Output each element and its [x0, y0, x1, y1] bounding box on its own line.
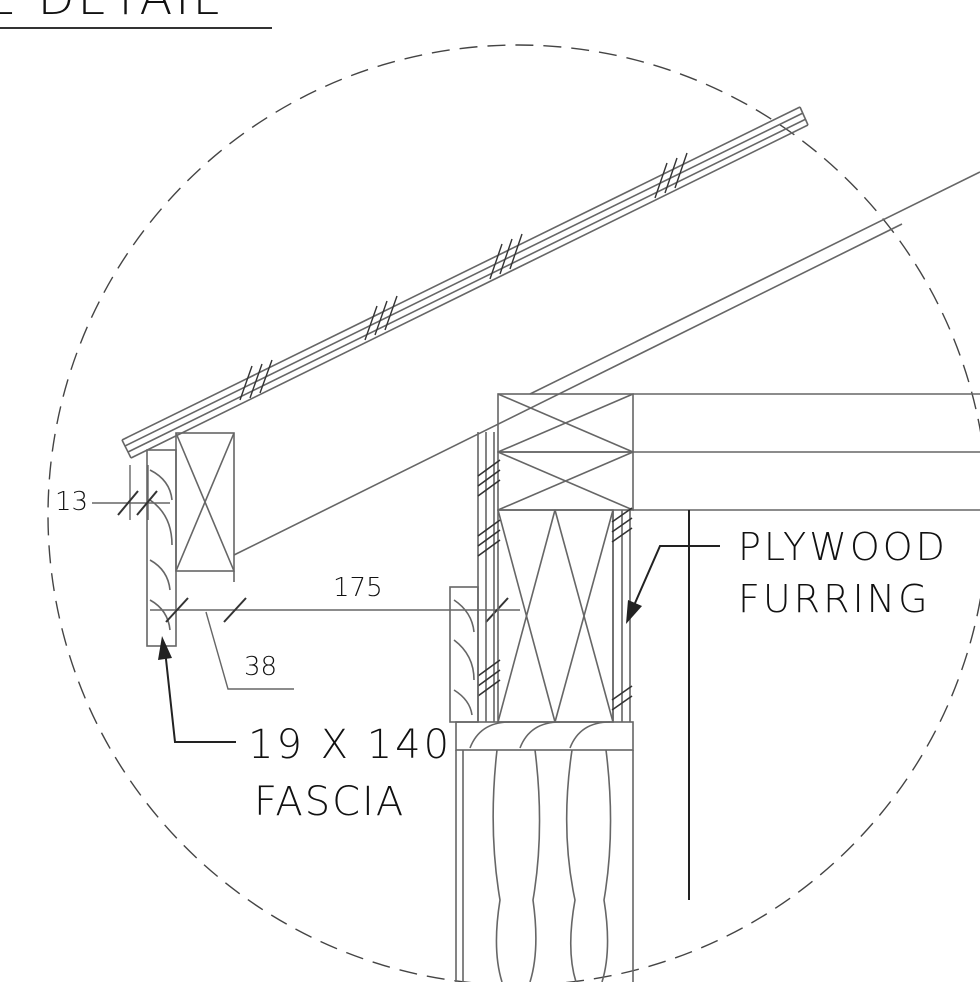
title-block: E DETAIL — [0, 0, 272, 29]
fascia-label-line2: FASCIA — [254, 779, 405, 825]
siding-trim — [449, 586, 479, 723]
dimension-38: 38 — [205, 611, 294, 690]
rafter-end-block — [175, 432, 235, 582]
dim-13-label: 13 — [55, 487, 88, 517]
top-plates — [497, 393, 980, 511]
roof-break-marks — [239, 152, 688, 401]
dim-38-label: 38 — [244, 652, 277, 682]
plywood-label-line1: PLYWOOD — [738, 525, 948, 569]
plywood-callout: PLYWOOD FURRING — [626, 525, 948, 624]
sill-and-foundation — [455, 721, 634, 982]
sheathing-hatch — [477, 459, 633, 711]
dimension-175: 175 — [150, 573, 520, 623]
roof-assembly — [121, 106, 980, 556]
dimension-13: 13 — [55, 465, 170, 520]
detail-boundary-circle — [47, 44, 980, 982]
plywood-label-line2: FURRING — [738, 577, 931, 621]
fascia-callout: 19 X 140 FASCIA — [158, 636, 452, 825]
detail-title: E DETAIL — [0, 0, 222, 26]
fascia-label-line1: 19 X 140 — [248, 722, 452, 768]
dim-175-label: 175 — [333, 573, 383, 603]
